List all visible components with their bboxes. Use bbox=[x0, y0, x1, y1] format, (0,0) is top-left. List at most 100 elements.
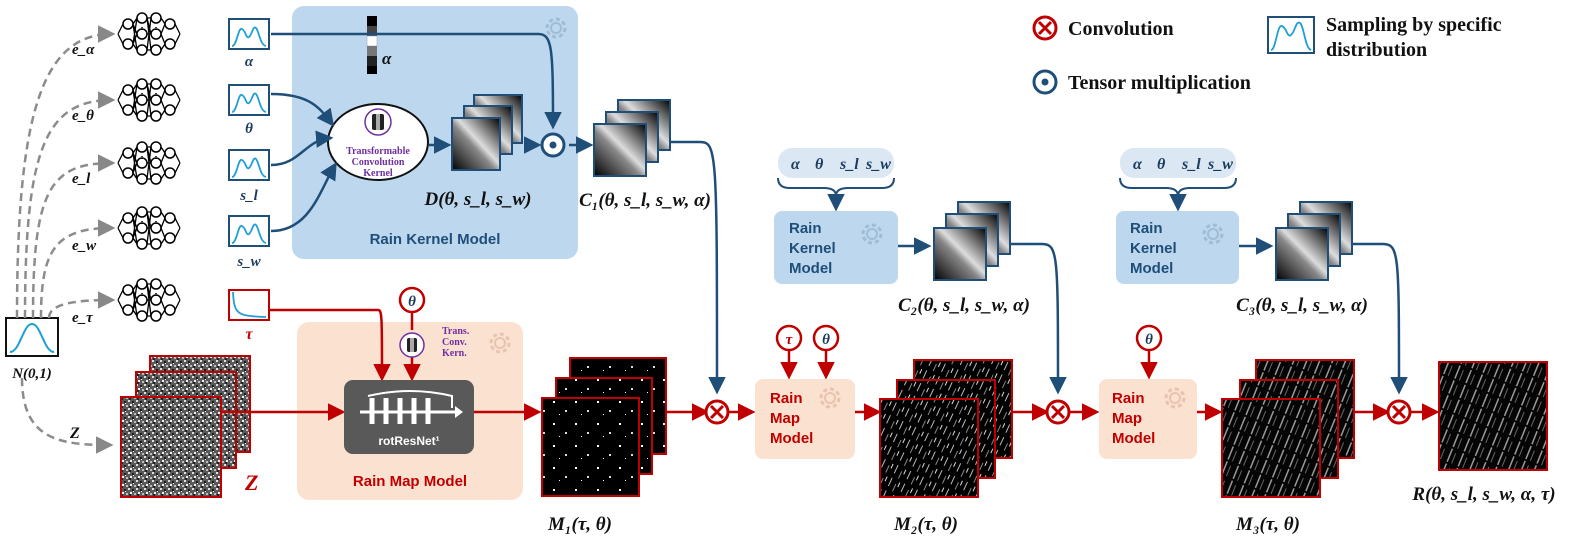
rain-kernel-model-box bbox=[292, 6, 578, 259]
trans-conv-line1: Trans. bbox=[442, 326, 470, 337]
theta-input-node-3: θ bbox=[1135, 324, 1163, 380]
noise-label: N(0,1) bbox=[11, 366, 52, 382]
mlp-theta-icon bbox=[117, 78, 181, 122]
dist-label-w: s_w bbox=[236, 254, 261, 270]
rain-map-model-title: Rain Map Model bbox=[353, 473, 467, 490]
rain-map-model-2: Rain Map Model bbox=[755, 379, 855, 459]
latent-paths bbox=[15, 25, 116, 454]
svg-text:Model: Model bbox=[1130, 260, 1173, 277]
distribution-theta-icon bbox=[228, 84, 270, 116]
z-stack-label: Z bbox=[244, 470, 258, 495]
mlp-l-icon bbox=[117, 141, 181, 185]
alpha-bar-icon bbox=[366, 16, 378, 74]
convolution-node-3 bbox=[1386, 399, 1412, 425]
output-c3: C₃(θ, s_l, s_w, α) bbox=[1236, 295, 1368, 316]
map-model-arrows bbox=[221, 308, 710, 421]
svg-text:α: α bbox=[1133, 156, 1143, 173]
svg-text:τ: τ bbox=[786, 332, 794, 348]
svg-text:s_l: s_l bbox=[1181, 156, 1201, 173]
rotresnet-block: rotResNet¹ bbox=[344, 380, 474, 454]
legend-sampling-line2: distribution bbox=[1326, 39, 1427, 61]
output-c2: C₂(θ, s_l, s_w, α) bbox=[898, 295, 1030, 316]
d-kernel-stack bbox=[451, 94, 523, 171]
tau-input-node: τ bbox=[775, 324, 803, 380]
svg-text:Rain: Rain bbox=[1112, 390, 1145, 407]
trans-conv-line2: Conv. bbox=[442, 337, 467, 348]
svg-text:Model: Model bbox=[770, 430, 813, 447]
alpha-bar-label: α bbox=[382, 49, 392, 68]
legend-convolution: Convolution bbox=[1068, 18, 1174, 40]
output-r: R(θ, s_l, s_w, α, τ) bbox=[1411, 484, 1555, 505]
tensor-multiplication-icon bbox=[1032, 69, 1058, 95]
svg-text:α: α bbox=[791, 156, 801, 173]
rain-map-model-3: Rain Map Model bbox=[1099, 379, 1197, 459]
convolution-node-1 bbox=[704, 399, 730, 425]
trans-conv-kernel-icon: Trans. Conv. Kern. bbox=[399, 326, 470, 359]
rotresnet-label: rotResNet¹ bbox=[378, 434, 439, 448]
output-m3: M₃(τ, θ) bbox=[1235, 514, 1300, 535]
svg-text:Rain: Rain bbox=[1130, 220, 1163, 237]
rain-kernel-model-3: Rain Kernel Model bbox=[1116, 211, 1239, 284]
trans-conv-line3: Kern. bbox=[442, 348, 467, 359]
mlp-w-icon bbox=[117, 206, 181, 250]
distribution-l-icon bbox=[228, 149, 270, 181]
edge-label-w: e_w bbox=[72, 238, 97, 254]
dist-label-alpha: α bbox=[245, 54, 254, 70]
legend-tensor-multiplication: Tensor multiplication bbox=[1068, 72, 1251, 94]
edge-label-theta: e_θ bbox=[72, 108, 94, 124]
c2-kernel-stack bbox=[933, 201, 1011, 281]
dist-label-theta: θ bbox=[245, 121, 253, 137]
output-c1: C₁(θ, s_l, s_w, α) bbox=[579, 190, 711, 211]
rain-kernel-params-3: α θ s_l s_w bbox=[1119, 148, 1237, 212]
transformable-kernel-module: Transformable Convolution Kernel bbox=[327, 103, 429, 181]
dist-label-l: s_l bbox=[239, 188, 258, 204]
sampling-distribution-icon bbox=[1267, 16, 1315, 54]
distribution-w-icon bbox=[228, 215, 270, 247]
kernel-line1: Transformable bbox=[346, 146, 410, 157]
svg-text:θ: θ bbox=[408, 294, 416, 310]
edge-label-z: Z bbox=[69, 425, 80, 442]
tensor-multiplication-node bbox=[540, 132, 566, 158]
output-m2: M₂(τ, θ) bbox=[893, 514, 958, 535]
svg-text:Kernel: Kernel bbox=[1130, 240, 1177, 257]
rain-output-image bbox=[1438, 361, 1548, 471]
svg-text:s_w: s_w bbox=[1207, 156, 1233, 173]
output-m1: M₁(τ, θ) bbox=[547, 514, 612, 535]
z-noise-stack bbox=[120, 355, 251, 498]
theta-input-node: θ bbox=[398, 286, 426, 314]
dist-label-tau: τ bbox=[245, 326, 253, 343]
svg-text:θ: θ bbox=[1157, 156, 1166, 173]
kernel-line3: Kernel bbox=[363, 168, 393, 179]
kernel-line2: Convolution bbox=[352, 157, 405, 168]
m3-map-stack bbox=[1221, 359, 1355, 498]
c1-kernel-stack bbox=[593, 99, 671, 177]
svg-text:Map: Map bbox=[770, 410, 800, 427]
convolution-node-2 bbox=[1045, 399, 1071, 425]
rain-kernel-model-title: Rain Kernel Model bbox=[370, 231, 501, 248]
svg-text:Model: Model bbox=[1112, 430, 1155, 447]
kernel-inputs bbox=[270, 32, 594, 233]
distribution-alpha-icon bbox=[228, 18, 270, 50]
svg-text:Model: Model bbox=[789, 260, 832, 277]
svg-text:s_l: s_l bbox=[839, 156, 859, 173]
theta-input-node-2: θ bbox=[812, 324, 840, 380]
m2-map-stack bbox=[879, 359, 1013, 498]
distribution-tau-icon bbox=[228, 289, 270, 321]
legend-sampling-line1: Sampling by specific bbox=[1326, 14, 1502, 36]
svg-text:θ: θ bbox=[822, 332, 830, 348]
c1-to-conv-arrow bbox=[670, 140, 726, 395]
c3-kernel-stack bbox=[1275, 201, 1353, 281]
svg-text:Map: Map bbox=[1112, 410, 1142, 427]
edge-label-alpha: e_α bbox=[72, 42, 95, 58]
m1-map-stack bbox=[541, 357, 667, 497]
mlp-alpha-icon bbox=[117, 12, 181, 56]
svg-text:Kernel: Kernel bbox=[789, 240, 836, 257]
svg-text:Rain: Rain bbox=[770, 390, 803, 407]
svg-text:Rain: Rain bbox=[789, 220, 822, 237]
svg-text:s_w: s_w bbox=[865, 156, 891, 173]
edge-label-tau: e_τ bbox=[72, 310, 94, 326]
mlp-tau-icon bbox=[117, 278, 181, 322]
output-d: D(θ, s_l, s_w) bbox=[424, 189, 532, 210]
svg-text:θ: θ bbox=[1145, 332, 1153, 348]
